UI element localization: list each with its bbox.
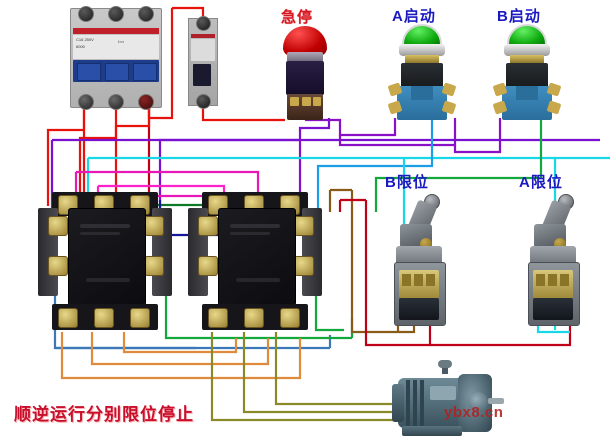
contactor-km1[interactable] [30,192,180,334]
start-button-a[interactable] [387,24,457,122]
label-start-b: B启动 [497,8,541,25]
breaker-3p[interactable]: C16 250V 6000 I>n [70,6,162,110]
emergency-stop-button[interactable] [281,26,329,122]
diagram-caption: 顺逆运行分别限位停止 [14,405,194,424]
watermark: ybx8.cn [444,404,504,421]
contactor-km2[interactable] [180,192,330,334]
three-phase-motor[interactable] [392,360,504,440]
limit-switch-a[interactable] [520,194,586,330]
label-limit-b: B限位 [385,174,429,191]
limit-switch-b[interactable] [386,194,452,330]
start-button-b[interactable] [492,24,562,122]
breaker-1p[interactable] [188,16,218,109]
label-start-a: A启动 [392,8,436,25]
label-emergency-stop: 急停 [281,9,314,26]
label-limit-a: A限位 [519,174,563,191]
